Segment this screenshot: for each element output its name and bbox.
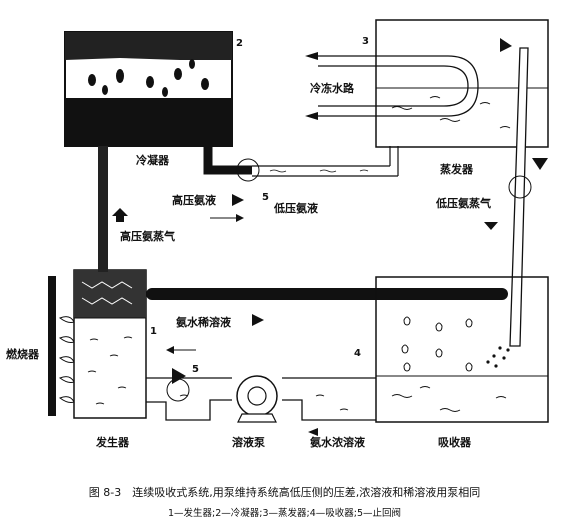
check-valve-5-icon-top [232,194,244,206]
label-number-3: 3 [362,36,369,47]
condenser [64,31,233,147]
label-generator: 发生器 [95,435,130,449]
label-chilled-water: 冷冻水路 [310,81,355,95]
label-dilute-solution: 氨水稀溶液 [176,315,232,329]
label-number-4: 4 [354,348,361,359]
label-absorber: 吸收器 [438,435,472,449]
figure-caption: 图 8-3 连续吸收式系统,用泵维持系统高低压侧的压差,浓溶液和稀溶液用泵相同 [88,486,481,499]
check-valve-5-icon-bottom [172,368,186,384]
label-evaporator: 蒸发器 [440,162,474,176]
return-flow-arrow [166,346,174,354]
label-number-1: 1 [150,326,157,337]
figure-legend: 1—发生器;2—冷凝器;3—蒸发器;4—吸收器;5—止回阀 [167,508,402,519]
burner [48,276,75,416]
water-in-arrow [305,52,318,60]
label-number-5-top: 5 [262,192,269,203]
up-arrow-icon [112,208,128,222]
liquid-line [252,146,399,177]
label-high-pressure-liquid: 高压氨液 [172,193,217,207]
vapor-spray [486,346,510,368]
dilute-solution-pipe [146,288,508,300]
label-low-pressure-vapor: 低压氨蒸气 [435,196,491,210]
label-low-pressure-liquid: 低压氨液 [273,201,319,215]
water-out-arrow [305,112,318,120]
check-valve-5-marker-bottom [166,378,190,402]
vapor-down-arrow [484,222,498,230]
check-valve-marker-right [508,175,532,199]
chilled-water-coil [318,55,479,117]
condenser-drain-pipe [203,146,252,175]
solution-pump [236,375,278,423]
label-number-2: 2 [236,38,243,49]
dilute-flow-arrow [252,314,264,326]
label-condenser: 冷凝器 [136,153,170,167]
strong-solution-pipe [146,377,376,421]
high-pressure-vapor-pipe [98,146,108,272]
check-valve-5-marker-top [236,158,260,182]
label-high-pressure-vapor: 高压氨蒸气 [120,229,175,243]
down-arrow-icon-right [532,158,548,170]
absorber [375,276,549,423]
strong-flow-arrow [308,428,318,436]
label-burner: 燃烧器 [5,347,40,361]
generator [73,269,147,419]
label-pump: 溶液泵 [232,435,265,449]
liquid-flow-arrow [236,214,244,222]
vapor-flow-arrow-top [500,38,512,52]
label-number-5-bottom: 5 [192,364,199,375]
vapor-pipe-low-pressure [509,47,529,347]
label-strong-solution: 氨水浓溶液 [310,435,366,449]
